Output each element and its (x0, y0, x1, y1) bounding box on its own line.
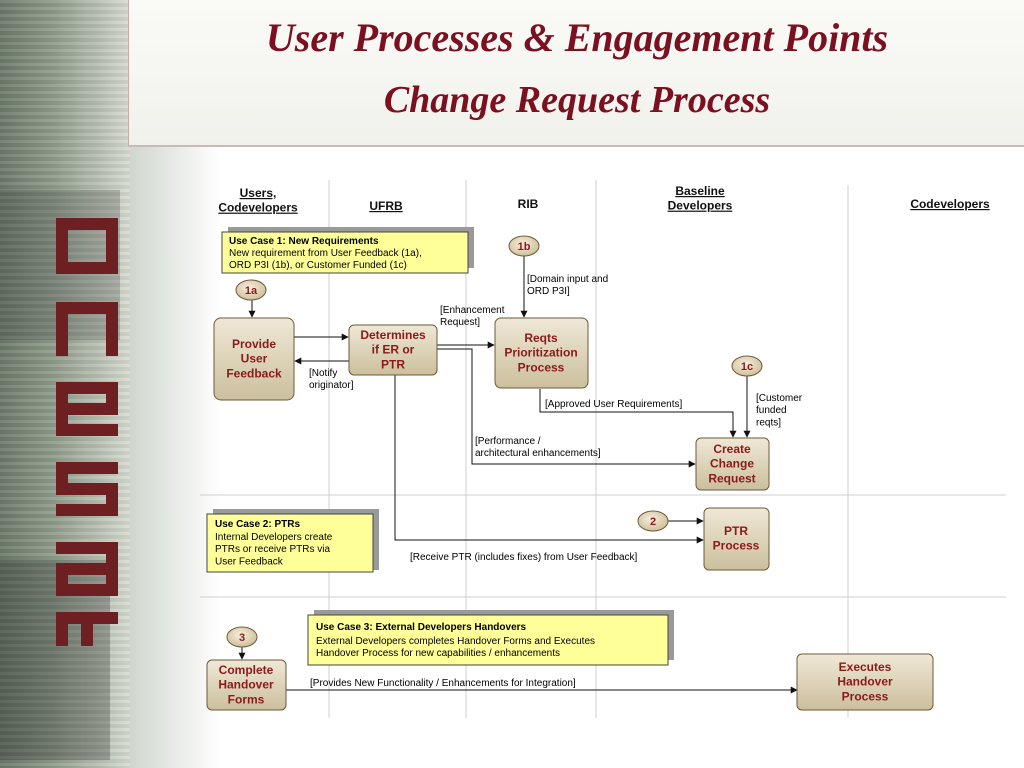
flow-arrows (238, 256, 798, 694)
use-case-1-note (221, 231, 469, 274)
badge-3: 3 (226, 626, 258, 648)
badge-2: 2 (637, 510, 669, 532)
use-case-2-title: Use Case 2: PTRs (215, 519, 300, 530)
use-case-3-title: Use Case 3: External Developers Handover… (316, 622, 527, 633)
onesaf-logo (56, 218, 118, 646)
badge-1b: 1b (508, 235, 540, 257)
svg-text:1b: 1b (518, 241, 531, 253)
use-case-3-note (307, 614, 669, 666)
badge-1a: 1a (235, 279, 267, 301)
badge-1c: 1c (731, 355, 763, 377)
label-provides-functionality: [Provides New Functionality / Enhancemen… (310, 678, 576, 689)
lane-header-rib: RIB (518, 197, 539, 211)
use-case-2-note (206, 513, 374, 573)
lane-header-codevelopers: Codevelopers (910, 197, 990, 211)
svg-text:1c: 1c (741, 361, 753, 373)
label-performance: [Performance /architectural enhancements… (475, 436, 601, 459)
title-bar: User Processes & Engagement Points Chang… (128, 0, 1024, 147)
lane-header-users: Users,Codevelopers (218, 186, 298, 215)
lane-header-ufrb: UFRB (369, 199, 403, 213)
svg-text:1a: 1a (245, 285, 258, 297)
sidebar-panel (0, 0, 130, 768)
svg-text:2: 2 (650, 516, 656, 528)
label-receive-ptr: [Receive PTR (includes fixes) from User … (410, 552, 638, 563)
page-subtitle: Change Request Process (383, 79, 771, 121)
label-approved-requirements: [Approved User Requirements] (545, 399, 683, 410)
use-case-3-body: External Developers completes Handover F… (316, 636, 595, 659)
svg-text:3: 3 (239, 632, 245, 644)
page-title: User Processes & Engagement Points (265, 15, 889, 60)
use-case-1-title: Use Case 1: New Requirements (229, 236, 379, 247)
use-case-1-body: New requirement from User Feedback (1a),… (229, 248, 422, 271)
